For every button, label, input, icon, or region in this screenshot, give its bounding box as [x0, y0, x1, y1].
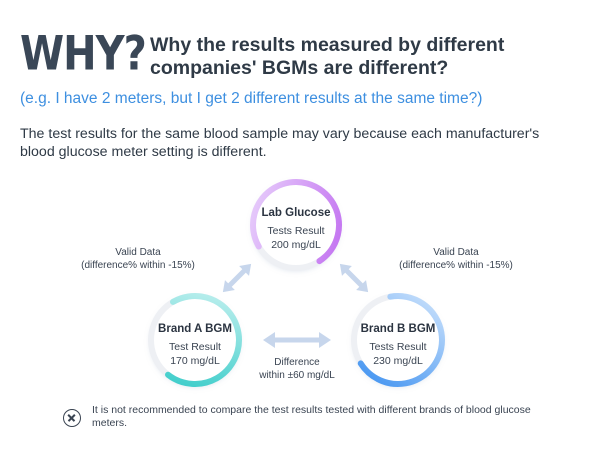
- brand-b-label: Tests Result: [369, 341, 426, 353]
- arrow-brand-a-brand-b: [263, 332, 331, 348]
- intro-text: The test results for the same blood samp…: [20, 126, 540, 160]
- brand-a-label: Test Result: [169, 341, 221, 353]
- arrow-lab-brand-b: [339, 263, 369, 293]
- headline: Why the results measured by different co…: [150, 34, 505, 79]
- why-title: WHY?: [20, 26, 147, 82]
- edge-left-line2: (difference% within -15%): [81, 260, 195, 271]
- brand-a-node: Brand A BGM Test Result 170 mg/dL: [148, 293, 242, 387]
- lab-glucose-node: Lab Glucose Tests Result 200 mg/dL: [250, 179, 343, 271]
- footer-text: It is not recommended to compare the tes…: [92, 404, 531, 429]
- brand-a-value: 170 mg/dL: [170, 355, 220, 367]
- close-circle-icon: [63, 409, 81, 427]
- edge-left-line1: Valid Data: [115, 247, 161, 258]
- lab-glucose-value: 200 mg/dL: [271, 239, 321, 251]
- header: WHY? Why the results measured by differe…: [20, 27, 590, 88]
- connector-arrows: [222, 263, 369, 348]
- edge-bottom-line1: Difference: [274, 357, 320, 368]
- edge-right-line1: Valid Data: [433, 247, 479, 258]
- brand-b-title: Brand B BGM: [361, 323, 436, 335]
- brand-b-value: 230 mg/dL: [373, 355, 423, 367]
- lab-glucose-title: Lab Glucose: [261, 207, 330, 219]
- subhead: (e.g. I have 2 meters, but I get 2 diffe…: [20, 90, 483, 107]
- brand-b-node: Brand B BGM Tests Result 230 mg/dL: [351, 293, 445, 387]
- arrow-lab-brand-a: [222, 263, 252, 293]
- edge-bottom-line2: within ±60 mg/dL: [258, 370, 335, 381]
- edge-right-line2: (difference% within -15%): [399, 260, 513, 271]
- brand-a-title: Brand A BGM: [158, 323, 232, 335]
- lab-glucose-label: Tests Result: [267, 225, 324, 237]
